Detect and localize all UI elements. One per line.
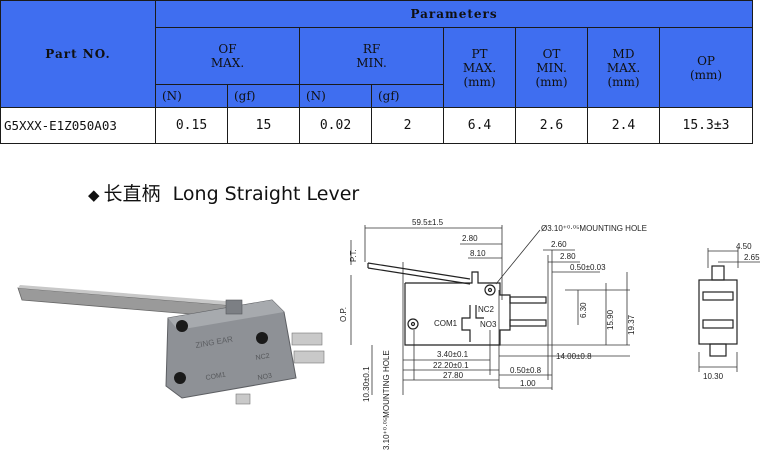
switch-body-top: [168, 300, 284, 330]
of-gf-unit: (gf): [227, 84, 300, 108]
dim-10-30-vertical: 10.30±0.1: [362, 366, 371, 402]
heading-english: Long Straight Lever: [172, 183, 360, 205]
ot-label: OT: [542, 46, 561, 61]
dim-10-30: 10.30: [703, 372, 724, 381]
drawing-nc-label: NC2: [478, 305, 495, 314]
pt-unit: (mm): [463, 74, 496, 89]
dim-22-20: 22.20±0.1: [433, 361, 469, 370]
dim-mounting-hole: Ø3.10⁺⁰·⁰⁵MOUNTING HOLE: [541, 224, 647, 233]
dim-19-37: 19.37: [627, 314, 636, 335]
drawing-terminal-no: [509, 319, 547, 327]
mount-hole-top: [176, 320, 188, 332]
dim-8-10: 8.10: [470, 249, 486, 258]
drawing-lever: [367, 262, 471, 280]
ot-value: 2.6: [515, 107, 588, 144]
front-view-drawing: 59.5±1.5 2.80 8.10 Ø3.10⁺⁰·⁰⁵MOUNTING HO…: [339, 218, 647, 450]
md-label: MD: [612, 46, 635, 61]
diamond-bullet-icon: ◆: [88, 186, 100, 204]
drawing-no-label: NO3: [480, 320, 497, 329]
dim-op: O.P.: [339, 307, 348, 322]
rf-gf-value: 2: [371, 107, 444, 144]
dim-1-00: 1.00: [520, 379, 536, 388]
drawing-com-label: COM1: [434, 319, 458, 328]
lever-top: [18, 285, 238, 306]
pt-header: PT MAX. (mm): [443, 27, 516, 108]
part-no-header: Part NO.: [0, 0, 156, 108]
op-value: 15.3±3: [658, 107, 754, 144]
rf-header: RF MIN.: [299, 27, 444, 85]
side-view-drawing: 4.50 2.65 10.30: [698, 242, 760, 381]
ot-sub: MIN.: [536, 60, 567, 75]
dim-0-50-b: 0.50±0.8: [510, 366, 542, 375]
dim-lever-length: 59.5±1.5: [412, 218, 444, 227]
rf-label: RF: [362, 42, 381, 56]
part-number: G5XXX-E1Z050A03: [0, 107, 156, 144]
dim-6-30: 6.30: [579, 302, 588, 318]
ot-unit: (mm): [535, 74, 568, 89]
dim-27-80: 27.80: [443, 371, 464, 380]
switch-photo: ZING EAR NC2 COM1 NO3: [17, 285, 325, 405]
op-unit: (mm): [689, 67, 723, 82]
drawing-terminal-nc: [509, 296, 547, 304]
ot-header: OT MIN. (mm): [515, 27, 588, 108]
photo-nc-label: NC2: [255, 353, 270, 362]
dim-2-80-a: 2.80: [462, 234, 478, 243]
dim-2-65: 2.65: [744, 253, 760, 262]
rf-n-unit: (N): [299, 84, 372, 108]
of-label: OF: [218, 42, 237, 56]
mount-hole-bottom: [174, 372, 186, 384]
of-sub: MAX.: [210, 56, 245, 70]
of-gf-value: 15: [227, 107, 300, 144]
of-n-unit: (N): [155, 84, 228, 108]
op-header: OP (mm): [658, 27, 754, 108]
md-value: 2.4: [587, 107, 660, 144]
pt-sub: MAX.: [462, 60, 497, 75]
op-label: OP: [697, 53, 715, 68]
terminal-nc: [291, 332, 323, 346]
lever-heading: ◆长直柄 Long Straight Lever: [88, 179, 359, 206]
dim-2-80-b: 2.80: [560, 252, 576, 261]
drawing-mount-hole-left: [407, 318, 419, 330]
pt-value: 6.4: [443, 107, 516, 144]
rf-n-value: 0.02: [299, 107, 372, 144]
terminal-no: [293, 350, 325, 364]
side-body: [698, 279, 738, 345]
dim-pt: P.T.: [349, 249, 358, 262]
dim-15-90: 15.90: [606, 309, 615, 330]
drawing-body: [404, 271, 511, 346]
dim-4-50: 4.50: [736, 242, 752, 251]
rf-sub: MIN.: [356, 56, 387, 70]
plunger: [225, 299, 243, 315]
mount-hole-right: [256, 332, 268, 344]
pt-label: PT: [471, 46, 488, 61]
dim-14-00: 14.00±0.8: [556, 352, 592, 361]
terminal-com: [235, 393, 251, 405]
md-sub: MAX.: [606, 60, 641, 75]
dim-0-50: 0.50±0.03: [570, 263, 606, 272]
drawing-mount-hole-top: [484, 284, 496, 296]
dim-3-40: 3.40±0.1: [437, 350, 469, 359]
dim-2-60: 2.60: [551, 240, 567, 249]
md-unit: (mm): [607, 74, 640, 89]
md-header: MD MAX. (mm): [587, 27, 660, 108]
photo-com-label: COM1: [205, 372, 226, 382]
of-n-value: 0.15: [155, 107, 228, 144]
parameters-table: Part NO. Parameters OF MAX. RF MIN. PT M…: [0, 0, 754, 144]
heading-chinese: 长直柄: [103, 183, 161, 205]
table-row: G5XXX-E1Z050A03 0.15 15 0.02 2 6.4 2.6 2…: [0, 107, 754, 144]
photo-no-label: NO3: [257, 373, 272, 382]
dim-mounting-hole-vertical: 3.10⁺⁰·⁰⁵MOUNTING HOLE: [382, 350, 391, 450]
